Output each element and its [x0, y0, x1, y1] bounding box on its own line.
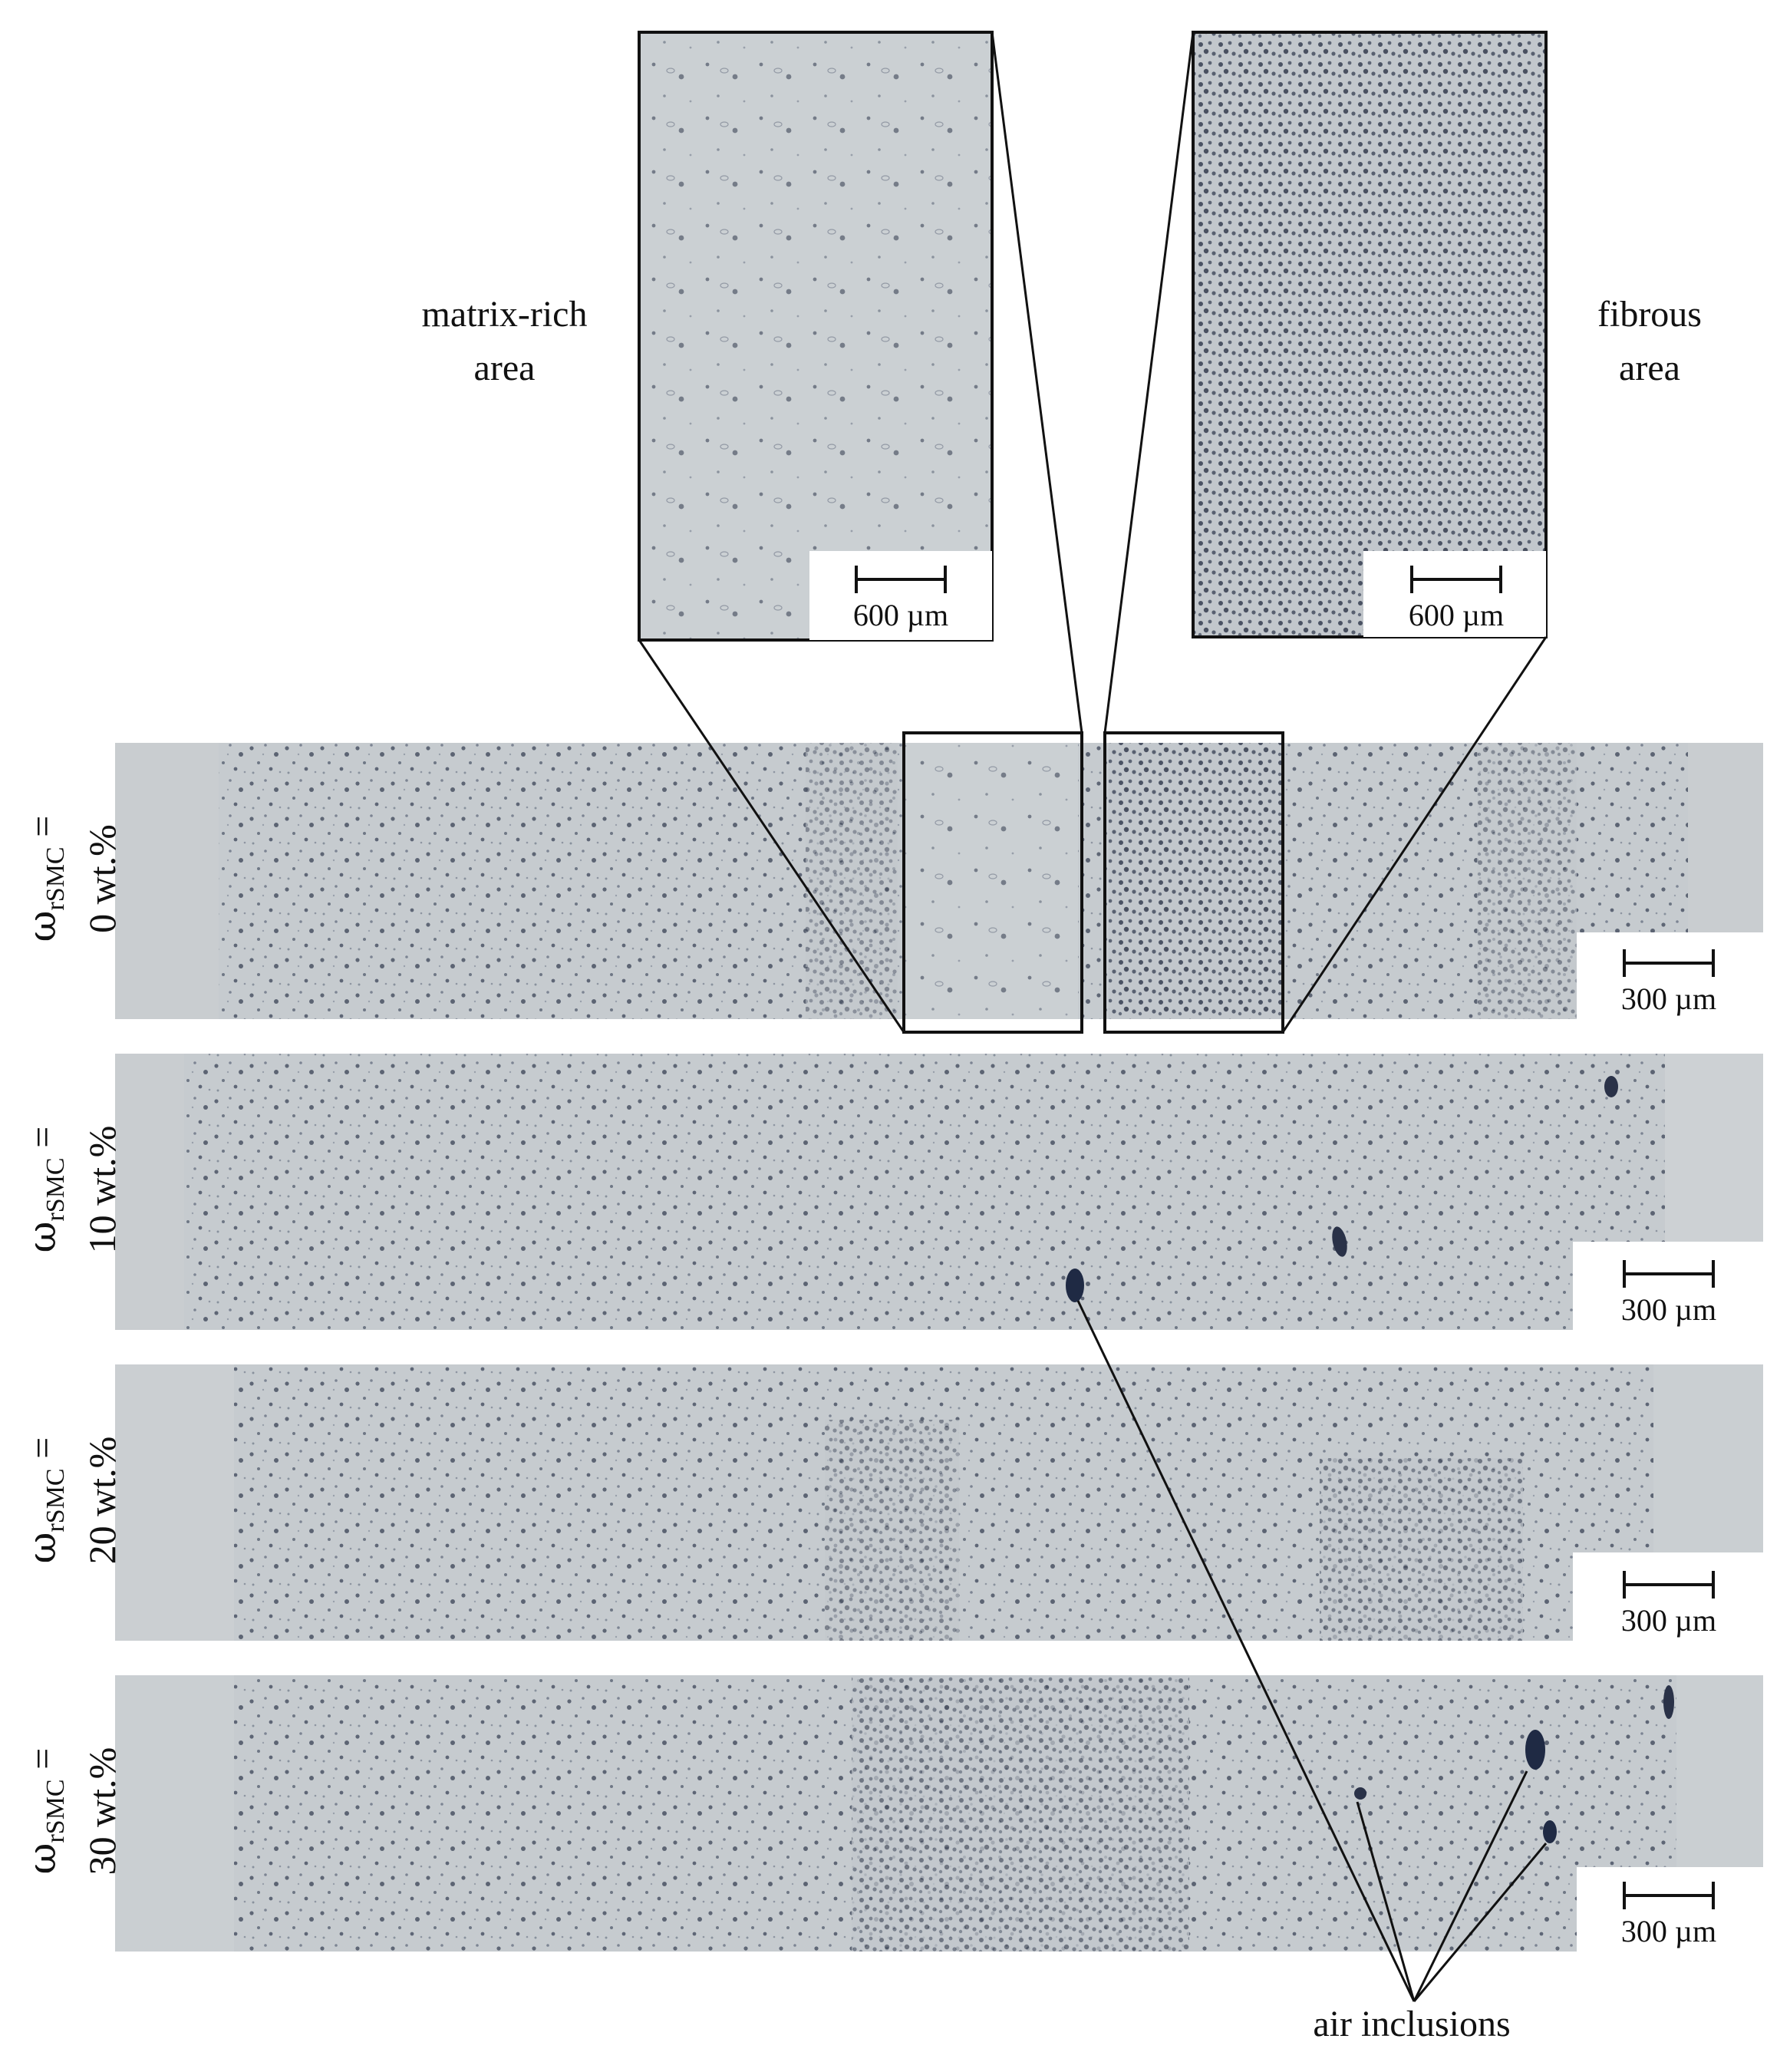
- scale-bar-inset-1: [855, 566, 947, 593]
- air-inclusion: [1663, 1685, 1674, 1719]
- micrograph-strip-20wt: [115, 1364, 1763, 1641]
- scale-bar-strip-1: [1623, 949, 1715, 977]
- scale-bar-inset-2: [1410, 566, 1502, 593]
- air-inclusions-pointers: [1076, 1300, 1548, 2002]
- air-inclusions-label: air inclusions: [1313, 2004, 1511, 2044]
- matrix-rich-label: matrix-rich area: [421, 294, 588, 388]
- scale-bar-strip-3: [1623, 1571, 1715, 1599]
- scale-text-strip-3: 300 µm: [1620, 1603, 1717, 1638]
- zoom-connectors: [638, 31, 1548, 1033]
- micrograph-strip-30wt: [115, 1675, 1763, 1952]
- air-inclusion: [1543, 1820, 1557, 1843]
- micrograph-strip-0wt: [115, 743, 1763, 1019]
- inset-fibrous: [1192, 31, 1548, 638]
- scale-text-strip-4: 300 µm: [1620, 1914, 1717, 1948]
- fibrous-label: fibrous area: [1597, 294, 1702, 388]
- air-inclusion: [1354, 1787, 1366, 1800]
- scale-bar-strip-4: [1623, 1882, 1715, 1909]
- air-inclusion: [1332, 1226, 1347, 1257]
- matrix-rich-selection-box: [902, 731, 1083, 1034]
- inset-matrix-rich: [638, 31, 994, 642]
- air-inclusion: [1604, 1076, 1618, 1097]
- air-inclusion: [1066, 1269, 1084, 1302]
- micrograph-strip-10wt: [115, 1054, 1763, 1330]
- air-inclusion: [1525, 1730, 1545, 1770]
- scale-text-inset-1: 600 µm: [852, 598, 949, 632]
- scale-text-inset-2: 600 µm: [1408, 598, 1505, 632]
- scale-text-strip-2: 300 µm: [1620, 1292, 1717, 1327]
- scale-bar-strip-2: [1623, 1260, 1715, 1288]
- scale-text-strip-1: 300 µm: [1620, 982, 1717, 1016]
- fibrous-selection-box: [1103, 731, 1284, 1034]
